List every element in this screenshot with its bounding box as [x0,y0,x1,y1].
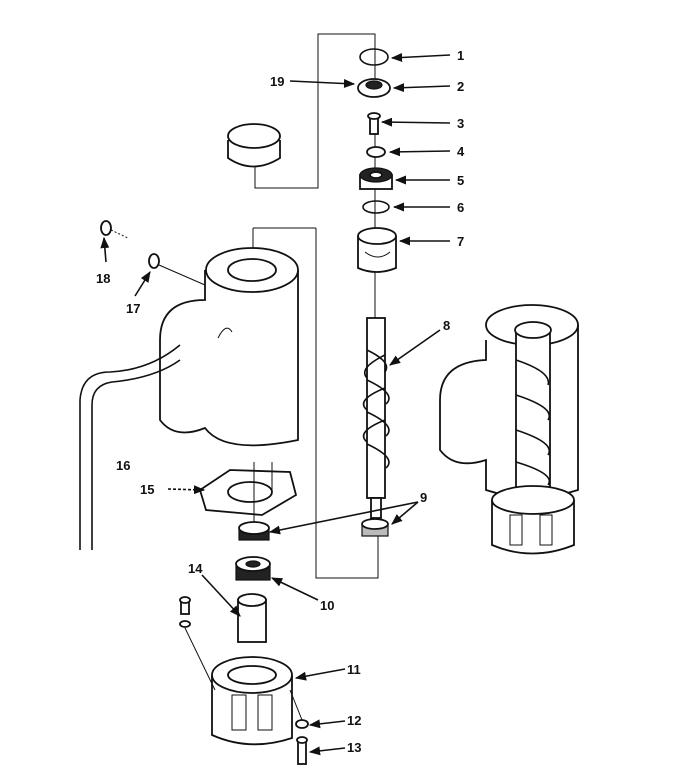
screw-part-13 [296,736,308,765]
callout-6: 6 [457,200,464,215]
seal-part-9 [361,518,389,537]
callout-16: 16 [116,458,130,473]
callout-labels: 1 2 19 3 4 5 6 7 8 9 10 14 15 16 11 12 1… [96,48,465,755]
seal-part-9-lower [238,521,270,541]
housing-sleeve-part-7 [357,227,397,273]
callout-5: 5 [457,173,464,188]
base-part-11 [211,656,293,746]
auger-shaft-part-8 [362,317,390,519]
washer-part-12 [289,689,309,729]
hopper-body [159,247,299,447]
callout-1: 1 [457,48,464,63]
screw-left [179,596,216,691]
callout-9: 9 [420,490,427,505]
callout-18: 18 [96,271,110,286]
callout-15: 15 [140,482,154,497]
callout-4: 4 [457,144,465,159]
callout-17: 17 [126,301,140,316]
callout-2: 2 [457,79,464,94]
assembled-unit [439,304,579,555]
callout-19: 19 [270,74,284,89]
callout-13: 13 [347,740,361,755]
retainer-part-2 [357,78,391,98]
gasket-plate-part-15 [198,462,298,530]
callout-3: 3 [457,116,464,131]
callout-arrows [100,53,451,756]
washer-part-17 [148,253,206,286]
callout-14: 14 [188,561,203,576]
bearing-part-10 [235,556,271,581]
washer-part-4 [366,146,386,158]
callout-12: 12 [347,713,361,728]
callout-7: 7 [457,234,464,249]
coupling-part-14 [237,593,267,643]
callout-11: 11 [347,662,361,677]
cap-part [227,123,281,168]
power-cord [79,344,181,550]
screw-part-3 [367,112,381,135]
callout-10: 10 [320,598,334,613]
screw-part-18 [100,220,129,239]
spring-clip-part-1 [359,48,389,66]
bearing-part-5 [359,167,393,190]
o-ring-part-6 [362,200,390,214]
callout-8: 8 [443,318,450,333]
